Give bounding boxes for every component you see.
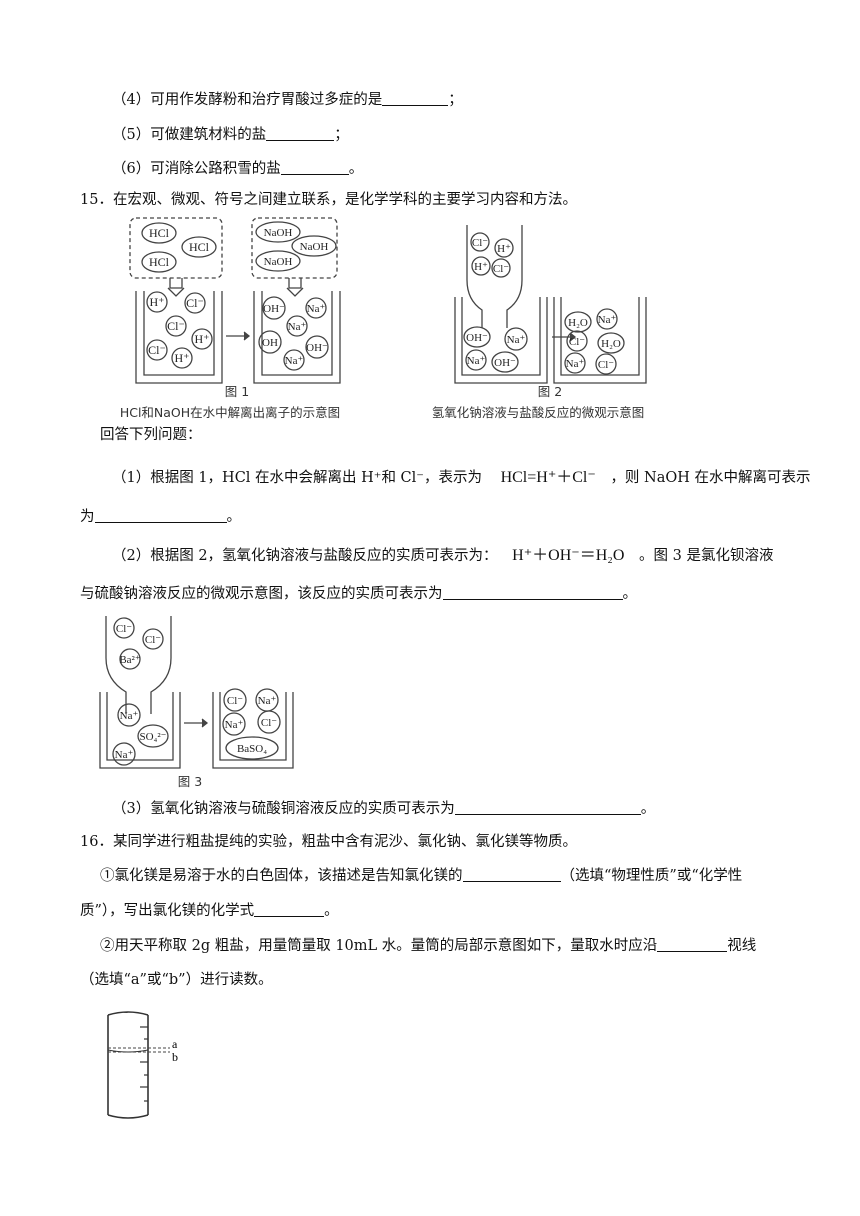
q15-part3: （3）氢氧化钠溶液与硫酸铜溶液反应的实质可表示为。 [112, 800, 656, 817]
svg-text:NaOH: NaOH [264, 227, 293, 239]
q16-s2-line2: （选填“a”或“b”）进行读数。 [80, 972, 273, 988]
svg-text:Cl⁻: Cl⁻ [493, 263, 509, 275]
svg-text:Na⁺: Na⁺ [285, 355, 304, 367]
label-a: a [172, 1037, 178, 1051]
svg-text:HCl: HCl [189, 240, 210, 254]
svg-text:Cl⁻: Cl⁻ [598, 359, 614, 371]
answer-blank[interactable] [454, 800, 641, 815]
svg-text:H⁺: H⁺ [497, 243, 511, 255]
svg-text:OH⁻: OH⁻ [263, 303, 285, 315]
fig2-label: 图 2 [538, 384, 562, 399]
svg-text:H⁺: H⁺ [175, 351, 190, 365]
svg-text:H₂O: H₂O [601, 338, 621, 350]
svg-text:Cl⁻: Cl⁻ [261, 717, 277, 729]
svg-text:Ba²⁺: Ba²⁺ [119, 654, 141, 666]
svg-text:HCl: HCl [149, 226, 170, 240]
answer-blank[interactable] [382, 91, 449, 106]
fig1-label: 图 1 [225, 384, 249, 399]
answer-blank[interactable] [657, 937, 728, 952]
svg-text:Na⁺: Na⁺ [120, 710, 139, 722]
answer-blank[interactable] [280, 160, 349, 175]
svg-text:NaOH: NaOH [264, 256, 293, 268]
svg-text:Cl⁻: Cl⁻ [569, 336, 585, 348]
svg-text:Na⁺: Na⁺ [598, 314, 617, 326]
svg-text:Na⁺: Na⁺ [225, 719, 244, 731]
svg-text:Cl⁻: Cl⁻ [116, 623, 132, 635]
answer-blank[interactable] [266, 126, 335, 141]
equation-neutralization: H⁺＋OH⁻＝H₂O [512, 547, 625, 564]
svg-text:Na⁺: Na⁺ [288, 321, 307, 333]
q14-item5: （5）可做建筑材料的盐； [112, 126, 349, 143]
label-b: b [172, 1050, 178, 1064]
svg-text:BaSO₄: BaSO₄ [237, 743, 267, 755]
svg-text:H⁺: H⁺ [195, 332, 210, 346]
q15-prompt: 回答下列问题： [100, 427, 202, 443]
svg-text:Cl⁻: Cl⁻ [167, 319, 185, 333]
svg-text:OH⁻: OH⁻ [494, 357, 516, 369]
q16-stem: 16．某同学进行粗盐提纯的实验，粗盐中含有泥沙、氯化钠、氯化镁等物质。 [80, 834, 577, 850]
svg-text:Cl⁻: Cl⁻ [145, 634, 161, 646]
svg-text:Na⁺: Na⁺ [507, 334, 526, 346]
svg-text:Cl⁻: Cl⁻ [148, 343, 166, 357]
q14-item4: （4）可用作发酵粉和治疗胃酸过多症的是； [112, 91, 463, 108]
svg-text:HCl: HCl [149, 255, 170, 269]
svg-text:OH⁻: OH⁻ [306, 342, 328, 354]
answer-blank[interactable] [254, 902, 325, 917]
svg-text:Cl⁻: Cl⁻ [472, 237, 488, 249]
q16-s1-line2: 质”），写出氯化镁的化学式。 [80, 902, 339, 919]
svg-text:OH⁻: OH⁻ [466, 332, 488, 344]
answer-blank[interactable] [442, 585, 623, 600]
answer-blank[interactable] [94, 508, 227, 523]
fig2-caption: 氢氧化钠溶液与盐酸反应的微观示意图 [432, 405, 645, 420]
svg-text:H₂O: H₂O [568, 317, 588, 329]
q16-s1: ①氯化镁是易溶于水的白色固体，该描述是告知氯化镁的（选填“物理性质”或“化学性 [100, 867, 743, 884]
svg-text:Na⁺: Na⁺ [307, 303, 326, 315]
q15-part1: （1）根据图 1，HCl 在水中会解离出 H⁺和 Cl⁻，表示为 HCl=H⁺＋… [112, 469, 811, 486]
equation-hcl: HCl=H⁺＋Cl⁻ [500, 469, 596, 486]
q15-stem: 15．在宏观、微观、符号之间建立联系，是化学学科的主要学习内容和方法。 [80, 192, 577, 208]
svg-text:SO₄²⁻: SO₄²⁻ [139, 731, 166, 743]
svg-text:Na⁺: Na⁺ [566, 358, 585, 370]
measuring-cylinder-figure: a b [107, 1011, 178, 1119]
q14-item6: （6）可消除公路积雪的盐。 [112, 160, 364, 177]
svg-text:Na⁺: Na⁺ [258, 695, 277, 707]
svg-text:OH: OH [262, 337, 278, 349]
fig1-caption: HCl和NaOH在水中解离出离子的示意图 [120, 405, 340, 420]
svg-text:Na⁺: Na⁺ [115, 749, 134, 761]
svg-text:Cl⁻: Cl⁻ [227, 695, 243, 707]
svg-text:H⁺: H⁺ [474, 261, 488, 273]
figure-3: Cl⁻Cl⁻Ba²⁺ Na⁺SO₄²⁻Na⁺ Cl⁻Na⁺ Na⁺Cl⁻ BaS… [99, 616, 294, 789]
svg-text:Na⁺: Na⁺ [467, 355, 486, 367]
svg-text:NaOH: NaOH [300, 241, 329, 253]
answer-blank[interactable] [462, 867, 561, 882]
q15-part2-line2: 与硫酸钠溶液反应的微观示意图，该反应的实质可表示为。 [80, 585, 637, 602]
svg-text:Cl⁻: Cl⁻ [186, 296, 204, 310]
fig3-label: 图 3 [178, 774, 202, 789]
q15-part2: （2）根据图 2，氢氧化钠溶液与盐酸反应的实质可表示为： H⁺＋OH⁻＝H₂O … [112, 547, 774, 564]
q15-part1-line2: 为。 [80, 508, 241, 525]
svg-text:H⁺: H⁺ [150, 295, 165, 309]
q16-s2: ②用天平称取 2g 粗盐，用量筒量取 10mL 水。量筒的局部示意图如下，量取水… [100, 937, 757, 954]
